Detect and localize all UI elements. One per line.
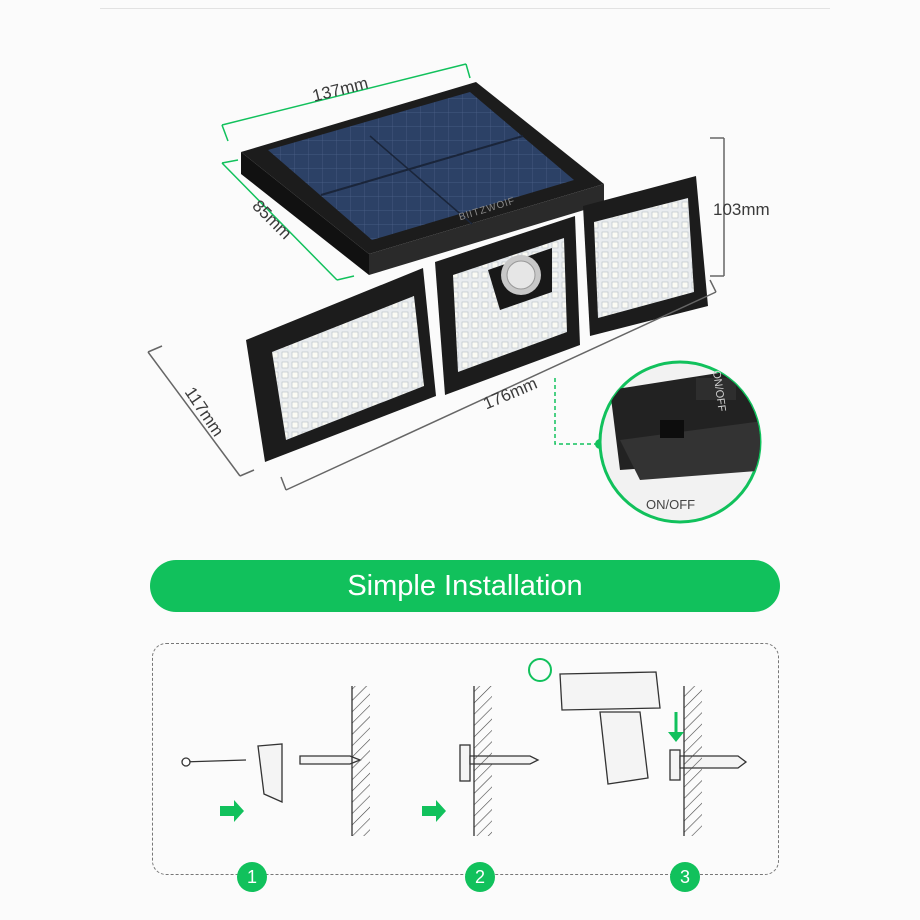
step-arrows [220,800,446,822]
installation-drawings [181,658,748,836]
sun-icon [528,658,552,682]
center-lamp-panel [435,216,580,395]
left-lamp-panel [246,268,436,462]
down-arrow-icon [668,732,684,742]
arrow-right-icon [422,800,446,822]
top-divider [100,8,830,9]
arrow-right-icon [220,800,244,822]
solar-panel [241,82,604,275]
switch-label: ON/OFF [646,497,696,512]
simple-installation-banner: Simple Installation [150,560,780,612]
switch-callout [554,360,762,524]
green-dimension-lines [221,63,471,281]
gray-dimension-lines [147,137,725,491]
step-3-badge: 3 [670,862,700,892]
right-lamp-panel [583,176,708,336]
screw-icon [181,759,247,763]
step-1-badge: 1 [237,862,267,892]
dimension-103mm: 103mm [713,200,770,219]
installation-steps-box [152,643,779,875]
step-2-badge: 2 [465,862,495,892]
